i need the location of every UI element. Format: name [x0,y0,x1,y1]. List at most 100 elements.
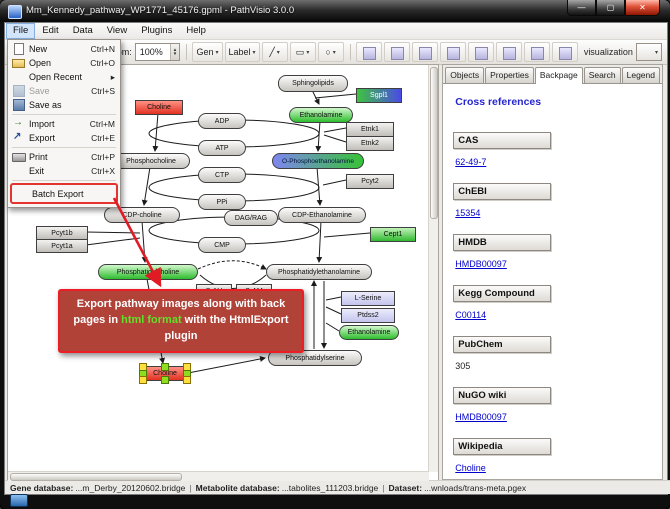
toolbar-align-top-button[interactable] [439,42,466,62]
toolbar-align-vertical-button[interactable] [383,42,410,62]
pathway-node-adp[interactable]: ADP [198,113,246,129]
pathway-node-cept1[interactable]: Cept1 [370,227,416,242]
vertical-scrollbar-thumb[interactable] [430,67,439,219]
pathway-node-etnk1[interactable]: Etnk1 [346,122,394,137]
tab-objects[interactable]: Objects [445,67,485,83]
spinner-up-icon[interactable]: ▲ [172,46,178,52]
close-button[interactable]: ✕ [625,0,660,16]
horizontal-scrollbar-thumb[interactable] [10,473,182,481]
visualization-combobox[interactable]: ▾ [635,43,663,61]
menu-item-label: Exit [29,166,45,176]
pathway-node-phosphocholine[interactable]: Phosphocholine [112,153,190,169]
xref-link[interactable]: Choline [455,463,486,473]
pathway-node-ethanolamine[interactable]: Ethanolamine [289,107,353,123]
selection-handle[interactable] [139,376,147,384]
toolbar-new-element-dropdown-0[interactable]: Gen▾ [192,42,223,62]
toolbar-group-button[interactable] [523,42,550,62]
maximize-button[interactable]: ▢ [596,0,625,16]
toolbar-new-element-dropdown-4[interactable]: ○▾ [317,42,344,62]
pathway-node-ctp[interactable]: CTP [198,167,246,183]
new-element-label: ▭ [295,46,305,57]
menu-edit[interactable]: Edit [42,25,59,36]
toolbar-new-element-dropdown-3[interactable]: ▭▾ [289,42,316,62]
status-separator: | [189,482,192,493]
pathway-node-cmp[interactable]: CMP [198,237,246,253]
toolbar-align-horizontal-button[interactable] [355,42,382,62]
zoom-combobox[interactable]: 100% ▲ ▼ [134,43,181,61]
distribute-horizontal-icon [474,46,488,60]
toolbar-align-buttons [355,42,578,62]
menu-view[interactable]: View [106,25,128,36]
saveas-icon [12,99,26,111]
xref-source-name: ChEBI [453,183,552,200]
xref-link[interactable]: 15354 [455,208,481,218]
file-menu-item-save-as[interactable]: Save as [9,98,119,112]
pathway-node-cdp-ethanolamine[interactable]: CDP-Ethanolamine [278,207,366,223]
xref-link[interactable]: HMDB00097 [455,412,507,422]
pathway-node-etnk2[interactable]: Etnk2 [346,136,394,151]
pathway-node-sgpl1[interactable]: Sgpl1 [356,88,402,103]
tab-backpage[interactable]: Backpage [534,67,583,84]
pathway-node-dag-rag[interactable]: DAG/RAG [224,210,278,226]
tab-legend[interactable]: Legend [621,67,660,83]
vertical-scrollbar[interactable] [428,65,439,472]
selection-handle[interactable] [161,376,169,384]
pathway-node-phosphatidylcholine[interactable]: Phosphatidylcholine [98,264,198,280]
selection-handle[interactable] [183,376,191,384]
file-menu-item-open-recent[interactable]: Open Recent▸ [9,70,119,84]
minimize-button[interactable]: — [567,0,596,16]
new-element-label: Gen [196,47,214,57]
toolbar-new-element-dropdown-2[interactable]: ╱▾ [261,42,288,62]
align-vertical-icon [390,46,404,60]
menu-help[interactable]: Help [186,25,206,36]
pathway-node-pcyt1b[interactable]: Pcyt1b [36,226,88,240]
menu-item-label: Batch Export [32,188,84,199]
print-icon [12,151,26,163]
menu-plugins[interactable]: Plugins [141,25,173,36]
horizontal-scrollbar[interactable] [8,471,430,481]
xref-link[interactable]: 62-49-7 [455,157,487,167]
pathway-node-pcyt2[interactable]: Pcyt2 [346,174,394,189]
pathway-node-cdp-choline[interactable]: CDP-choline [104,207,180,223]
new-element-label: ○ [325,47,331,57]
distribute-vertical-icon [502,46,516,60]
pathway-node-ptdss2[interactable]: Ptdss2 [341,308,395,323]
pathway-node-ethanolamine[interactable]: Ethanolamine [339,325,399,340]
pathway-node-l-serine[interactable]: L-Serine [341,291,395,306]
toolbar-distribute-horizontal-button[interactable] [467,42,494,62]
pathway-node-o-phosphoethanolamine[interactable]: O-Phosphoethanolamine [272,153,364,169]
file-menu-item-batch-export[interactable]: Batch Export [10,183,118,204]
menu-file[interactable]: File [6,23,36,39]
tab-properties[interactable]: Properties [485,67,534,83]
pathway-node-phosphatidylethanolamine[interactable]: Phosphatidylethanolamine [266,264,372,280]
zoom-spinner[interactable]: ▲ ▼ [169,44,180,60]
toolbar-distribute-vertical-button[interactable] [495,42,522,62]
toolbar-align-left-button[interactable] [411,42,438,62]
pathway-node-sphingolipids[interactable]: Sphingolipids [278,75,348,92]
spinner-down-icon[interactable]: ▼ [172,51,178,56]
pathway-node-phosphatidylserine[interactable]: Phosphatidylserine [268,350,362,366]
new-element-label: Label [228,47,251,57]
pathway-node-ppi[interactable]: PPi [198,194,246,210]
toolbar-stack-button[interactable] [551,42,578,62]
pathway-node-pcyt1a[interactable]: Pcyt1a [36,239,88,253]
menu-data[interactable]: Data [72,25,93,36]
selection-handle[interactable] [161,363,169,371]
pathway-node-atp[interactable]: ATP [198,140,246,156]
chevron-down-icon: ▾ [215,49,219,56]
toolbar-new-element-dropdown-1[interactable]: Label▾ [224,42,260,62]
pathvisio-app-icon [8,5,22,19]
tab-search[interactable]: Search [583,67,621,83]
xref-link[interactable]: HMDB00097 [455,259,507,269]
xref-link[interactable]: C00114 [455,310,487,320]
pathway-node-choline[interactable]: Choline [135,100,183,115]
